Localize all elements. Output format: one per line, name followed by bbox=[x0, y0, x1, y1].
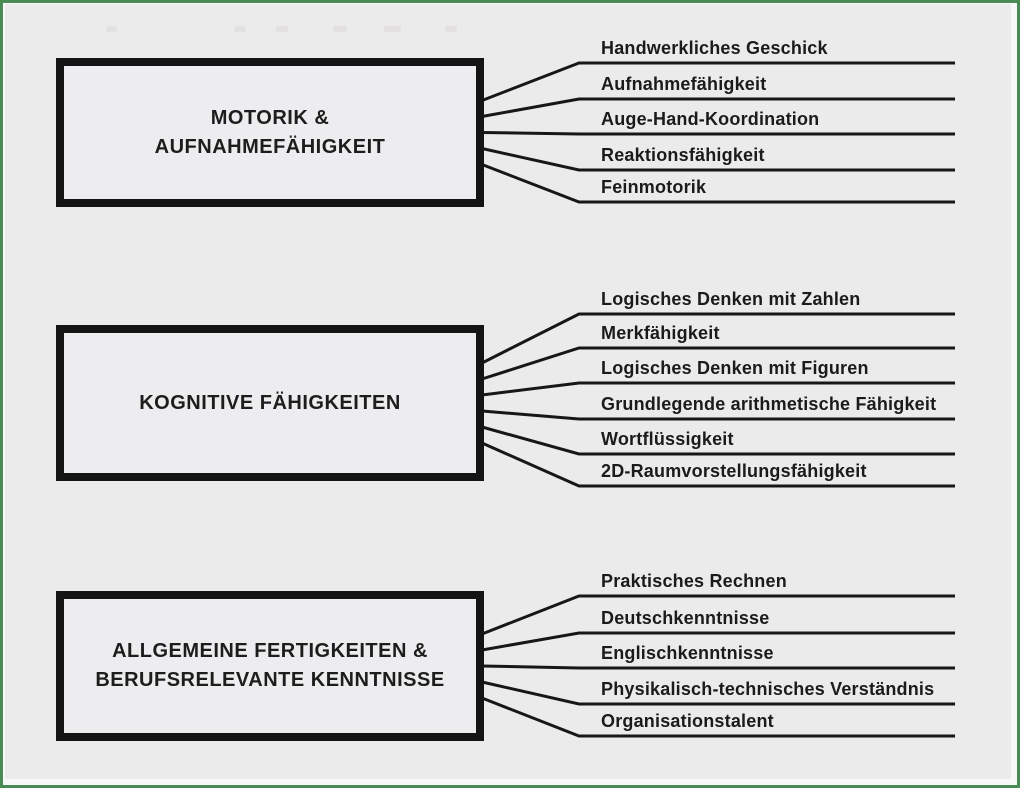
connector-line bbox=[481, 312, 955, 365]
connector-line bbox=[481, 381, 955, 397]
branch-label: Aufnahmefähigkeit bbox=[601, 74, 767, 94]
scan-artifact bbox=[106, 26, 117, 32]
category-box-kognitive: KOGNITIVE FÄHIGKEITEN bbox=[56, 325, 484, 481]
connector-line bbox=[481, 61, 955, 102]
diagram-area: MOTORIK & AUFNAHMEFÄHIGKEIT KOGNITIVE FÄ… bbox=[5, 4, 1011, 779]
scan-artifact bbox=[445, 26, 457, 32]
branch-label: Merkfähigkeit bbox=[601, 323, 720, 343]
branch-label: Feinmotorik bbox=[601, 177, 707, 197]
branch-label: Physikalisch-technisches Verständnis bbox=[601, 679, 935, 699]
category-title: ALLGEMEINE FERTIGKEITEN & BERUFSRELEVANT… bbox=[95, 640, 445, 691]
branch-label: Grundlegende arithmetische Fähigkeit bbox=[601, 394, 937, 414]
connector-canvas bbox=[481, 61, 955, 738]
category-box-motorik: MOTORIK & AUFNAHMEFÄHIGKEIT bbox=[56, 58, 484, 207]
connector-line bbox=[481, 147, 955, 172]
connector-line bbox=[481, 696, 955, 738]
category-box-allgemeine: ALLGEMEINE FERTIGKEITEN & BERUFSRELEVANT… bbox=[56, 591, 484, 741]
branch-label: Auge-Hand-Koordination bbox=[601, 109, 820, 129]
branch-label: Handwerkliches Geschick bbox=[601, 38, 828, 58]
connector-line bbox=[481, 409, 955, 421]
connector-line bbox=[481, 594, 955, 636]
branch-label: Wortflüssigkeit bbox=[601, 429, 734, 449]
connector-line bbox=[481, 680, 955, 706]
category-title: MOTORIK & AUFNAHMEFÄHIGKEIT bbox=[154, 106, 386, 158]
connector-line bbox=[481, 163, 955, 204]
scan-artifact bbox=[276, 26, 288, 32]
branch-label: Englischkenntnisse bbox=[601, 643, 774, 663]
scan-artifact bbox=[234, 26, 246, 32]
branch-label: Organisationstalent bbox=[601, 711, 774, 731]
branch-label: Logisches Denken mit Figuren bbox=[601, 358, 869, 378]
category-title: KOGNITIVE FÄHIGKEITEN bbox=[139, 391, 401, 414]
scan-artifact bbox=[384, 26, 401, 32]
branch-label: Logisches Denken mit Zahlen bbox=[601, 289, 861, 309]
connector-line bbox=[481, 631, 955, 652]
connector-line bbox=[481, 441, 955, 488]
connector-line bbox=[481, 346, 955, 381]
connector-line bbox=[481, 131, 955, 136]
branch-label: 2D-Raumvorstellungsfähigkeit bbox=[601, 461, 867, 481]
branch-label: Reaktionsfähigkeit bbox=[601, 145, 765, 165]
branch-label: Praktisches Rechnen bbox=[601, 571, 787, 591]
connector-line bbox=[481, 97, 955, 118]
connector-line bbox=[481, 425, 955, 456]
branch-label: Deutschkenntnisse bbox=[601, 608, 770, 628]
scan-artifact bbox=[333, 26, 347, 32]
connector-line bbox=[481, 664, 955, 670]
